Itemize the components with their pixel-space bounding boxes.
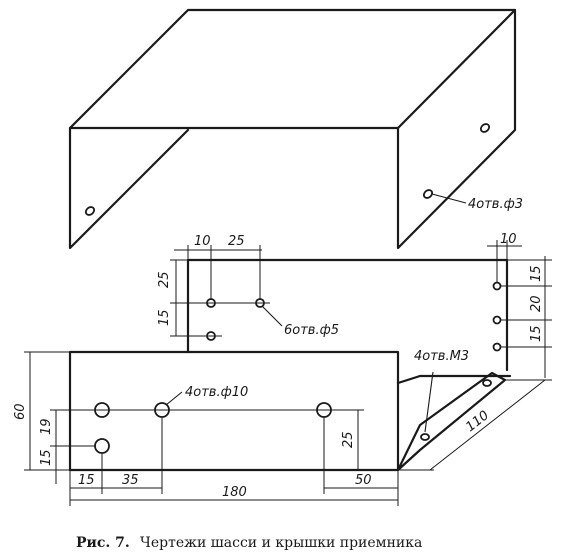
dim-top-10: 10 bbox=[194, 234, 211, 249]
dim-top-v-25: 25 bbox=[157, 271, 172, 288]
dim-top-25: 25 bbox=[228, 234, 245, 249]
chassis-top-panel-outline bbox=[186, 258, 509, 372]
cover-right-side-panel bbox=[396, 8, 517, 250]
chassis-side-flange-top bbox=[396, 374, 422, 385]
cover-front-panel bbox=[68, 126, 190, 250]
chassis-drawing: 10 25 25 15 6отв.ф5 10 15 20 15 4отв.М3 … bbox=[13, 232, 552, 506]
dim-bottom-50: 50 bbox=[355, 473, 372, 488]
dim-right-10: 10 bbox=[500, 232, 517, 247]
caption-prefix: Рис. 7. bbox=[76, 535, 130, 551]
dim-front-25: 25 bbox=[341, 431, 356, 448]
side-holes-leader bbox=[424, 371, 434, 433]
front-holes-label: 4отв.ф10 bbox=[185, 385, 248, 400]
front-holes-leader bbox=[165, 391, 183, 406]
right-hole-2 bbox=[492, 315, 502, 325]
cover-top-face bbox=[68, 8, 517, 130]
dim-right-v-15a: 15 bbox=[529, 265, 544, 282]
side-flange-hole-2 bbox=[482, 379, 492, 387]
dimline-depth bbox=[429, 379, 546, 471]
cover-drawing: 4отв.ф3 bbox=[68, 8, 523, 250]
dim-bottom-15: 15 bbox=[78, 473, 95, 488]
right-hole-1 bbox=[492, 281, 502, 291]
side-holes-label: 4отв.М3 bbox=[414, 349, 469, 364]
chassis-front-panel bbox=[68, 350, 400, 472]
cover-hole-label: 4отв.ф3 bbox=[468, 197, 523, 212]
cover-hole-leader bbox=[431, 193, 467, 204]
dim-left-19: 19 bbox=[39, 418, 54, 435]
figure-caption: Рис. 7. Чертежи шасси и крышки приемника bbox=[76, 535, 422, 551]
top-holes-label: 6отв.ф5 bbox=[284, 323, 339, 338]
dim-height-60: 60 bbox=[13, 403, 28, 420]
cover-hole-right-top bbox=[479, 123, 491, 133]
side-flange-hole bbox=[420, 433, 430, 441]
dim-left-15: 15 bbox=[39, 449, 54, 466]
top-holes-leader bbox=[261, 305, 283, 327]
cover-hole-left bbox=[84, 206, 96, 216]
dim-right-v-20: 20 bbox=[529, 295, 544, 312]
dim-top-v-15: 15 bbox=[157, 309, 172, 326]
dim-bottom-180: 180 bbox=[222, 485, 247, 500]
cover-hole-right-bottom bbox=[422, 189, 434, 199]
dim-bottom-35: 35 bbox=[122, 473, 139, 488]
front-hole-2 bbox=[94, 438, 110, 454]
right-hole-3 bbox=[492, 342, 502, 352]
caption-text: Чертежи шасси и крышки приемника bbox=[140, 535, 422, 551]
dim-right-v-15b: 15 bbox=[529, 325, 544, 342]
